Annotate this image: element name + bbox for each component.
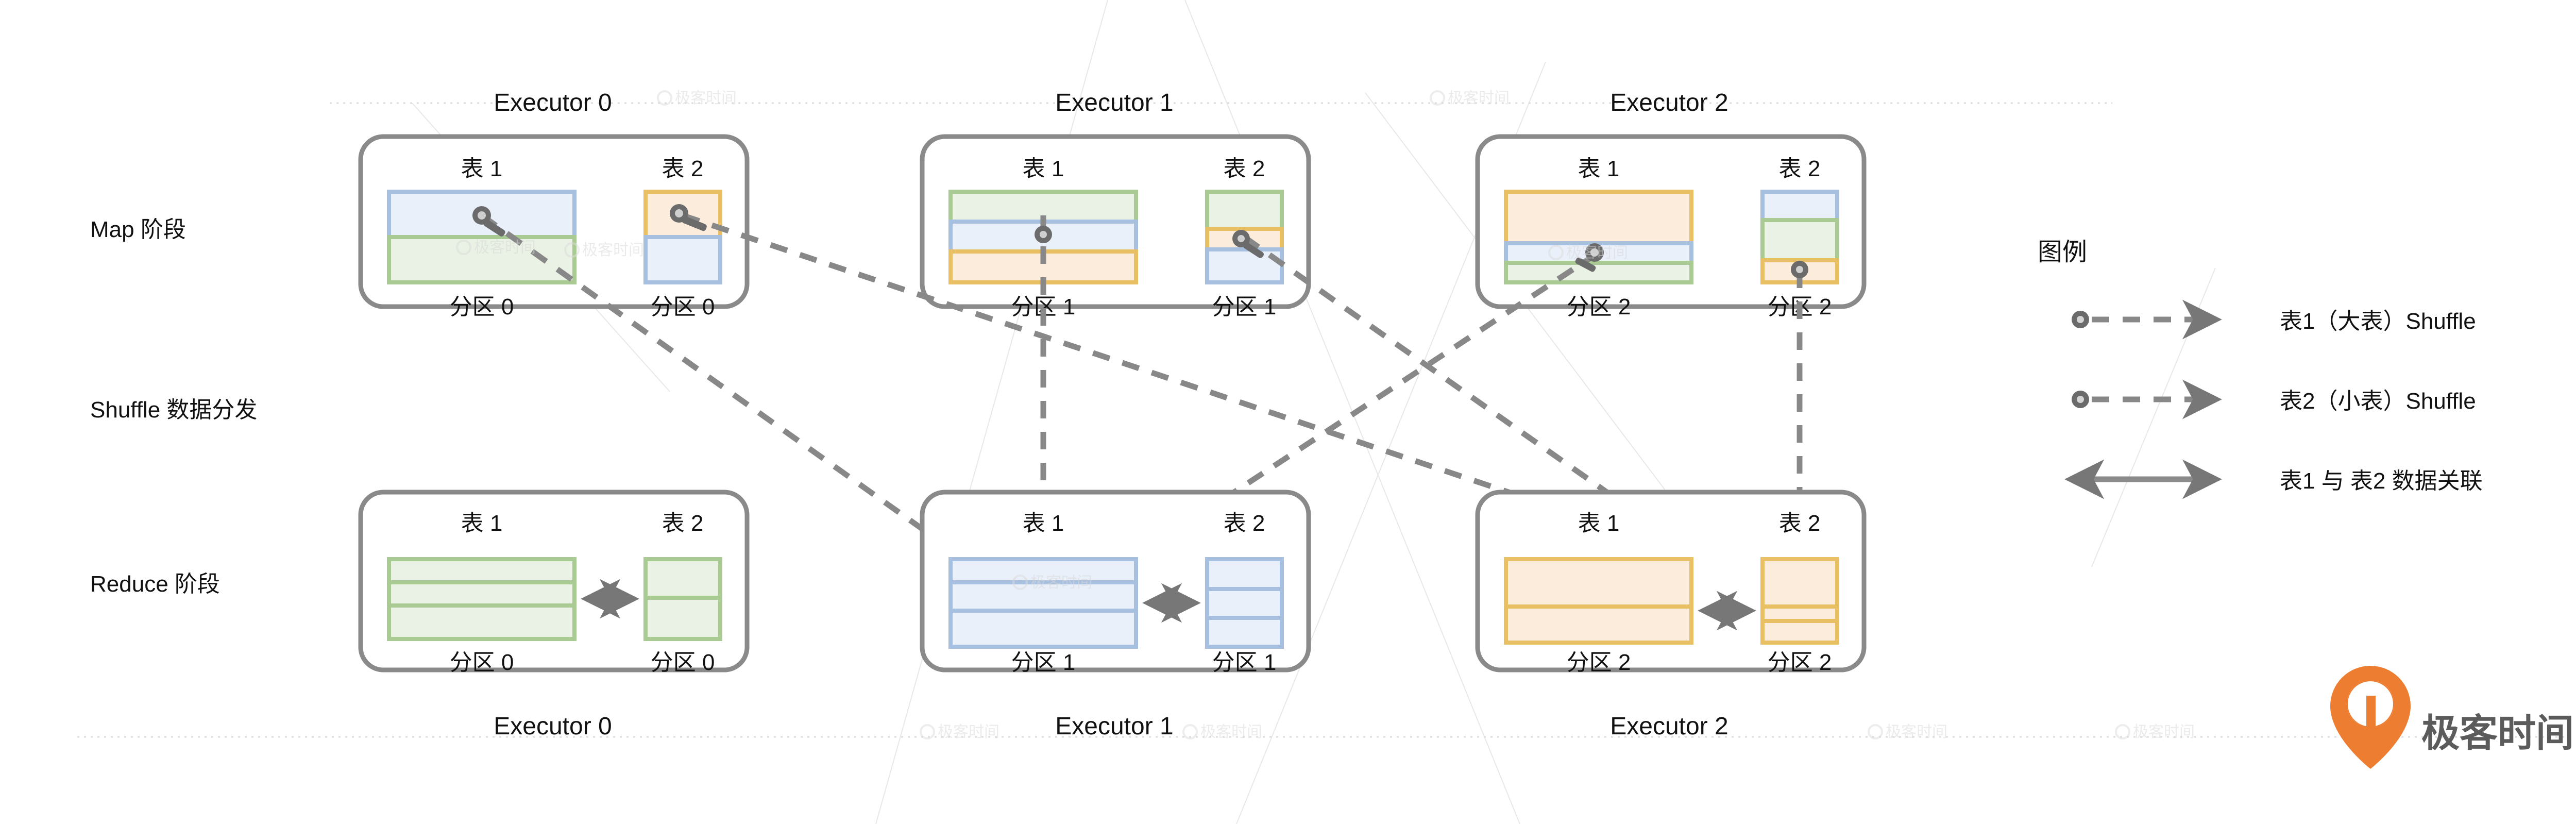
watermark-3: 极客时间 [1548, 244, 1628, 261]
legend-title: 图例 [2038, 239, 2087, 266]
brand-name: 极客时间 [2421, 712, 2574, 754]
svg-text:极客时间: 极客时间 [1886, 724, 1947, 741]
watermark-2: 极客时间 [564, 242, 644, 259]
svg-text:极客时间: 极客时间 [675, 90, 737, 107]
executor-title-bottom-1: Executor 1 [1055, 713, 1173, 740]
reduce-e0-table2-stripes [643, 557, 722, 641]
svg-text:极客时间: 极客时间 [1030, 574, 1092, 591]
key-icon-map-e2-t1 [1575, 243, 1604, 272]
reduce-e0-t1-partition: 分区 0 [450, 650, 514, 675]
map-e2-t2-label: 表 2 [1779, 156, 1821, 181]
key-icon-map-e2-t2 [1791, 261, 1808, 278]
map-e1-table2-stripes [1205, 190, 1284, 284]
svg-text:极客时间: 极客时间 [582, 242, 644, 259]
legend: 图例 表1（大表）Shuffle 表2（小表）Shuffle 表1 与 表2 数… [2038, 239, 2483, 499]
reduce-e0-t2-partition: 分区 0 [651, 650, 715, 675]
reduce-e0-table1-stripes [387, 557, 577, 641]
key-icon-map-e1-t2 [1232, 230, 1264, 258]
legend-label-1: 表2（小表）Shuffle [2280, 389, 2476, 414]
key-dot-inner-icon [2077, 316, 2084, 323]
svg-text:极客时间: 极客时间 [474, 239, 536, 256]
reduce-e1-t2-partition: 分区 1 [1212, 650, 1277, 675]
map-e0-t1-label: 表 1 [461, 156, 503, 181]
background-hairlines [412, 0, 2216, 824]
executor-title-top-2: Executor 2 [1610, 89, 1728, 116]
map-executor-0[interactable]: 表 1 表 2 分区 0 分区 0 [358, 134, 750, 319]
map-e1-t1-label: 表 1 [1023, 156, 1064, 181]
legend-label-2: 表1 与 表2 数据关联 [2280, 468, 2483, 494]
reduce-e2-t2-partition: 分区 2 [1768, 650, 1832, 675]
watermark-7: 极客时间 [2115, 724, 2195, 741]
svg-text:极客时间: 极客时间 [1448, 90, 1510, 107]
reduce-e1-t2-label: 表 2 [1224, 511, 1265, 536]
watermark-0: 极客时间 [657, 90, 737, 107]
brand-logo[interactable]: 极客时间 [2330, 666, 2574, 769]
map-e0-t1-partition: 分区 0 [450, 294, 514, 319]
legend-item-0[interactable]: 表1（大表）Shuffle [2072, 299, 2476, 340]
reduce-e1-table1-stripes [948, 557, 1138, 649]
map-e2-table1-stripes [1504, 190, 1693, 284]
watermark-4: 极客时间 [920, 724, 999, 741]
key-icon-map-e0-t2 [670, 204, 707, 231]
shuffle-key-dots [472, 204, 1808, 278]
svg-text:极客时间: 极客时间 [1566, 244, 1628, 261]
reduce-executor-2[interactable]: 表 1 表 2 分区 2 分区 2 [1475, 490, 1867, 675]
map-e2-t1-label: 表 1 [1578, 156, 1620, 181]
map-executor-1[interactable]: 表 1 表 2 分区 1 分区 1 [920, 134, 1311, 319]
stage-label-reduce: Reduce 阶段 [90, 571, 220, 597]
reduce-e2-t2-label: 表 2 [1779, 511, 1821, 536]
reduce-executor-0[interactable]: 表 1 表 2 分区 0 分区 0 [358, 490, 750, 675]
reduce-e2-t1-label: 表 1 [1578, 511, 1620, 536]
executor-title-top-0: Executor 0 [494, 89, 612, 116]
watermark-1: 极客时间 [1430, 90, 1510, 107]
legend-item-1[interactable]: 表2（小表）Shuffle [2072, 379, 2476, 419]
executor-title-bottom-0: Executor 0 [494, 713, 612, 740]
svg-text:极客时间: 极客时间 [1200, 724, 1262, 741]
watermark-6: 极客时间 [1868, 724, 1947, 741]
key-dot-inner-icon [2077, 396, 2084, 403]
map-executor-2[interactable]: 表 1 表 2 分区 2 分区 2 [1475, 134, 1867, 319]
stage-label-shuffle: Shuffle 数据分发 [90, 397, 257, 423]
reduce-e1-t1-label: 表 1 [1023, 511, 1064, 536]
map-e0-t2-partition: 分区 0 [651, 294, 715, 319]
map-e0-table1-stripes [387, 190, 577, 284]
executor-title-bottom-2: Executor 2 [1610, 713, 1728, 740]
map-e0-t2-label: 表 2 [662, 156, 704, 181]
map-e1-t2-label: 表 2 [1224, 156, 1265, 181]
map-e2-t1-partition: 分区 2 [1567, 294, 1631, 319]
reduce-executor-1[interactable]: 表 1 表 2 分区 1 分区 1 [920, 490, 1311, 675]
reduce-e1-table2-stripes [1205, 557, 1284, 649]
watermarks: 极客时间 极客时间 极客时间 极客时间 极客时间 极客时间 极客时间 极客时间 … [456, 90, 2195, 741]
reduce-e0-t2-label: 表 2 [662, 511, 704, 536]
map-e1-t2-partition: 分区 1 [1212, 294, 1277, 319]
key-icon-map-e1-t1 [1035, 226, 1052, 243]
executor-title-top-1: Executor 1 [1055, 89, 1173, 116]
reduce-e1-t1-partition: 分区 1 [1011, 650, 1076, 675]
legend-label-0: 表1（大表）Shuffle [2280, 309, 2476, 334]
geekbang-pin-icon [2330, 666, 2411, 769]
shuffle-arrow-e1t2-to-e2 [1242, 234, 1788, 620]
reduce-e0-t1-label: 表 1 [461, 511, 503, 536]
key-icon-map-e0-t1 [472, 206, 505, 237]
reduce-e2-table2-stripes [1760, 557, 1839, 645]
watermark-8: 极客时间 [1012, 574, 1092, 591]
legend-item-2[interactable]: 表1 与 表2 数据关联 [2064, 459, 2483, 499]
watermark-9: 极客时间 [456, 239, 536, 256]
svg-text:极客时间: 极客时间 [2133, 724, 2195, 741]
svg-text:极客时间: 极客时间 [938, 724, 999, 741]
reduce-e2-t1-partition: 分区 2 [1567, 650, 1631, 675]
reduce-e2-table1-stripes [1504, 557, 1693, 645]
watermark-5: 极客时间 [1182, 724, 1262, 741]
stage-label-map: Map 阶段 [90, 217, 186, 242]
